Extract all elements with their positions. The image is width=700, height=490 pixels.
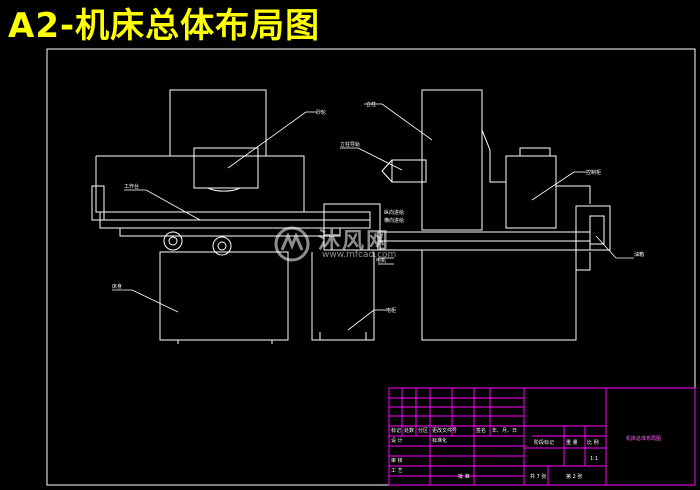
watermark-logo-icon [274,226,310,262]
label-worktable: 工作台 [124,183,139,190]
tb-stage: 阶段标记 [534,439,554,446]
right-bed [421,250,577,341]
tb-scale: 比 例 [587,439,599,446]
left-bed [159,251,289,341]
mid-stand [311,252,375,341]
tb-zone: 分区 [418,427,428,434]
tb-change: 更改文件号 [432,427,457,434]
center-housing [323,203,381,251]
roller-right [212,236,232,256]
drawing-frame [46,48,696,486]
label-bed: 床身 [112,283,122,290]
tb-sign: 签名 [476,427,486,434]
component-labels: 砂轮 立柱 工作台 立柱导轨 纵向进给 横向进给 控制柜 床身 油箱 电机 电柜 [112,101,644,314]
wheel-guard [207,187,241,192]
column [421,89,483,231]
label-column: 立柱 [366,101,376,108]
column-motor [391,159,427,183]
tb-approve: 批 准 [458,473,470,480]
tb-scale-value: 1:1 [590,456,598,462]
drawing-title: A2-机床总体布局图 [8,6,321,46]
machine-outline [91,89,611,344]
tb-weight: 重 量 [566,439,578,446]
tb-process: 工 艺 [391,468,403,474]
leader-lines [112,103,634,331]
tb-standard: 标准化 [432,437,447,444]
roller-left [163,231,183,251]
label-oil-tank: 油箱 [634,251,644,258]
tb-review: 审 核 [391,457,403,464]
tb-mark: 标记 [391,427,401,434]
tb-design: 设 计 [391,437,403,444]
watermark-text: 沐风网 [318,229,391,254]
tb-sheet: 第 2 张 [566,473,582,480]
label-feed-cross: 横向进给 [384,217,404,224]
tb-drawing-name: 机床总体布局图 [626,435,661,442]
right-end-block [575,205,611,251]
wheel-head-housing [169,89,267,157]
label-motor: 电机 [376,257,386,264]
title-block-grid [388,387,696,486]
label-feed-long: 纵向进给 [384,209,404,216]
saddle [505,155,557,229]
label-column-rail: 立柱导轨 [340,141,360,148]
left-end-block [91,185,105,221]
wheel-head [193,147,259,189]
label-control-cabinet: 控制柜 [586,169,601,176]
tb-count: 处数 [404,427,414,434]
label-wheel: 砂轮 [316,109,326,116]
label-cabinet: 电柜 [386,307,396,314]
watermark-url: www.mfcad.com [322,250,397,260]
tb-sheets: 共 7 张 [530,473,546,480]
title-block-text: 标记 处数 分区 更改文件号 签名 年、月、日 设 计 标准化 阶段标记 重 量… [391,427,661,480]
tb-date: 年、月、日 [492,427,517,434]
